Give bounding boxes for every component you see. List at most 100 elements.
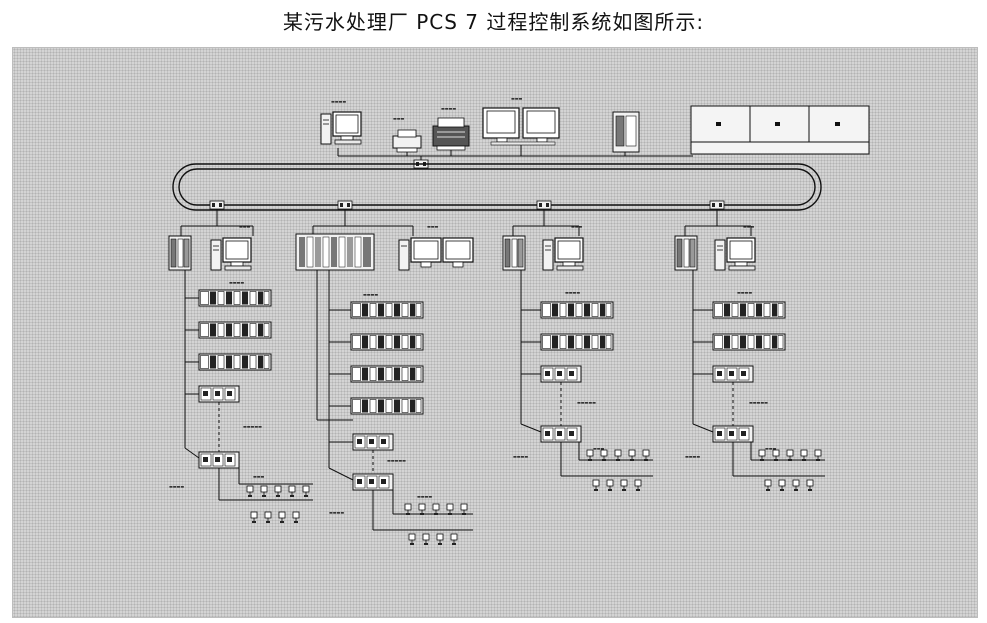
station-2: ▬▬▬ ▬▬▬▬ ▬▬▬▬▬ ▬▬▬▬ ▬▬▬▬ [295,209,474,546]
field-instrument-icon [460,503,468,516]
io-module-rack-icon [198,289,272,307]
field-instrument-icon [800,449,808,462]
field-instrument-icon [274,485,282,498]
distributed-io-icon [540,425,582,443]
switch-icon [536,200,552,210]
field-instrument-icon [778,479,786,492]
distributed-io-icon [712,425,754,443]
bus-label: ▬▬▬▬ [565,290,580,295]
bus-label: ▬▬▬▬ [329,510,344,515]
station-label: ▬▬▬ [571,224,583,229]
field-instrument-icon [422,533,430,546]
io-module-rack-icon [712,333,786,351]
io-module-rack-icon [712,301,786,319]
field-instrument-icon [436,533,444,546]
bus-label: ▬▬▬▬ [513,454,528,459]
field-instrument-icon [418,503,426,516]
bus-label: ▬▬▬ [253,474,265,479]
printer-icon [432,117,470,151]
diagram-caption: 某污水处理厂 PCS 7 过程控制系统如图所示: [0,6,987,35]
field-instrument-icon [814,449,822,462]
bus-label: ▬▬▬▬▬ [749,400,768,405]
field-instrument-icon [408,533,416,546]
plc-rack-icon [502,235,526,271]
field-instrument-icon [792,479,800,492]
field-instrument-icon [288,485,296,498]
ring-bus [172,163,822,211]
field-instrument-icon [264,511,272,524]
plc-rack-icon [168,235,192,271]
bus-label: ▬▬▬ [593,446,605,451]
field-instrument-icon [786,449,794,462]
legend-box [690,105,870,155]
field-instrument-icon [292,511,300,524]
bus-label: ▬▬▬▬ [685,454,700,459]
io-module-rack-icon [540,333,614,351]
operator-station-icon [482,107,560,146]
distributed-io-icon [352,433,394,451]
field-instrument-icon [772,449,780,462]
distributed-io-icon [540,365,582,383]
top-label-3: ▬▬▬▬ [441,106,456,111]
operator-station-icon [714,237,756,271]
field-instrument-icon [404,503,412,516]
pcs7-network-diagram: ▬▬▬▬ ▬▬▬ ▬▬▬▬ ▬▬▬ [168,96,870,546]
operator-station-icon [210,237,252,271]
operator-station-icon [398,237,474,271]
plc-rack-icon [674,235,698,271]
field-instrument-icon [250,511,258,524]
field-instrument-icon [642,449,650,462]
plc-rack-icon [295,233,375,271]
io-module-rack-icon [198,321,272,339]
field-instrument-icon [450,533,458,546]
field-instrument-icon [614,449,622,462]
bus-label: ▬▬▬▬ [737,290,752,295]
field-instrument-icon [620,479,628,492]
switch-icon [209,200,225,210]
field-instrument-icon [246,485,254,498]
field-instrument-icon [592,479,600,492]
distributed-io-icon [198,385,240,403]
top-tier: ▬▬▬▬ ▬▬▬ ▬▬▬▬ ▬▬▬ [320,96,870,169]
station-label: ▬▬▬ [743,224,755,229]
io-module-rack-icon [350,301,424,319]
station-3: ▬▬▬ ▬▬▬▬ ▬▬▬▬▬ ▬▬▬▬ ▬▬▬ [502,209,653,492]
field-instrument-icon [260,485,268,498]
engineering-station-icon [320,111,362,145]
field-instrument-icon [432,503,440,516]
field-instrument-icon [758,449,766,462]
diagram-panel: ▬▬▬▬ ▬▬▬ ▬▬▬▬ ▬▬▬ [12,47,978,618]
field-instrument-icon [628,449,636,462]
io-module-rack-icon [540,301,614,319]
station-label: ▬▬▬ [427,224,439,229]
station-1: ▬▬▬ ▬▬▬▬ ▬▬▬▬▬ ▬▬▬▬ ▬▬▬ [168,209,313,524]
field-instrument-icon [278,511,286,524]
io-module-rack-icon [350,333,424,351]
top-label-1: ▬▬▬▬ [331,99,346,104]
field-instrument-icon [806,479,814,492]
distributed-io-icon [352,473,394,491]
bus-label: ▬▬▬▬ [229,280,244,285]
bus-label: ▬▬▬▬ [363,292,378,297]
field-instrument-icon [302,485,310,498]
printer-icon [392,129,422,153]
switch-icon [337,200,353,210]
io-module-rack-icon [350,397,424,415]
bus-label: ▬▬▬▬ [417,494,432,499]
field-instrument-icon [600,449,608,462]
server-cabinet-icon [612,111,640,153]
bus-label: ▬▬▬▬▬ [387,458,406,463]
field-instrument-icon [764,479,772,492]
field-instrument-icon [606,479,614,492]
bus-label: ▬▬▬▬ [169,484,184,489]
field-instrument-icon [634,479,642,492]
bus-label: ▬▬▬▬▬ [577,400,596,405]
caption-text: 某污水处理厂 PCS 7 过程控制系统如图所示: [282,10,705,34]
top-label-4: ▬▬▬ [511,96,523,101]
bus-label: ▬▬▬▬▬ [243,424,262,429]
station-4: ▬▬▬ ▬▬▬▬ ▬▬▬▬▬ ▬▬▬▬ ▬▬▬ [674,209,825,492]
field-instrument-icon [586,449,594,462]
station-label: ▬▬▬ [239,224,251,229]
distributed-io-icon [712,365,754,383]
top-label-2: ▬▬▬ [393,116,405,121]
